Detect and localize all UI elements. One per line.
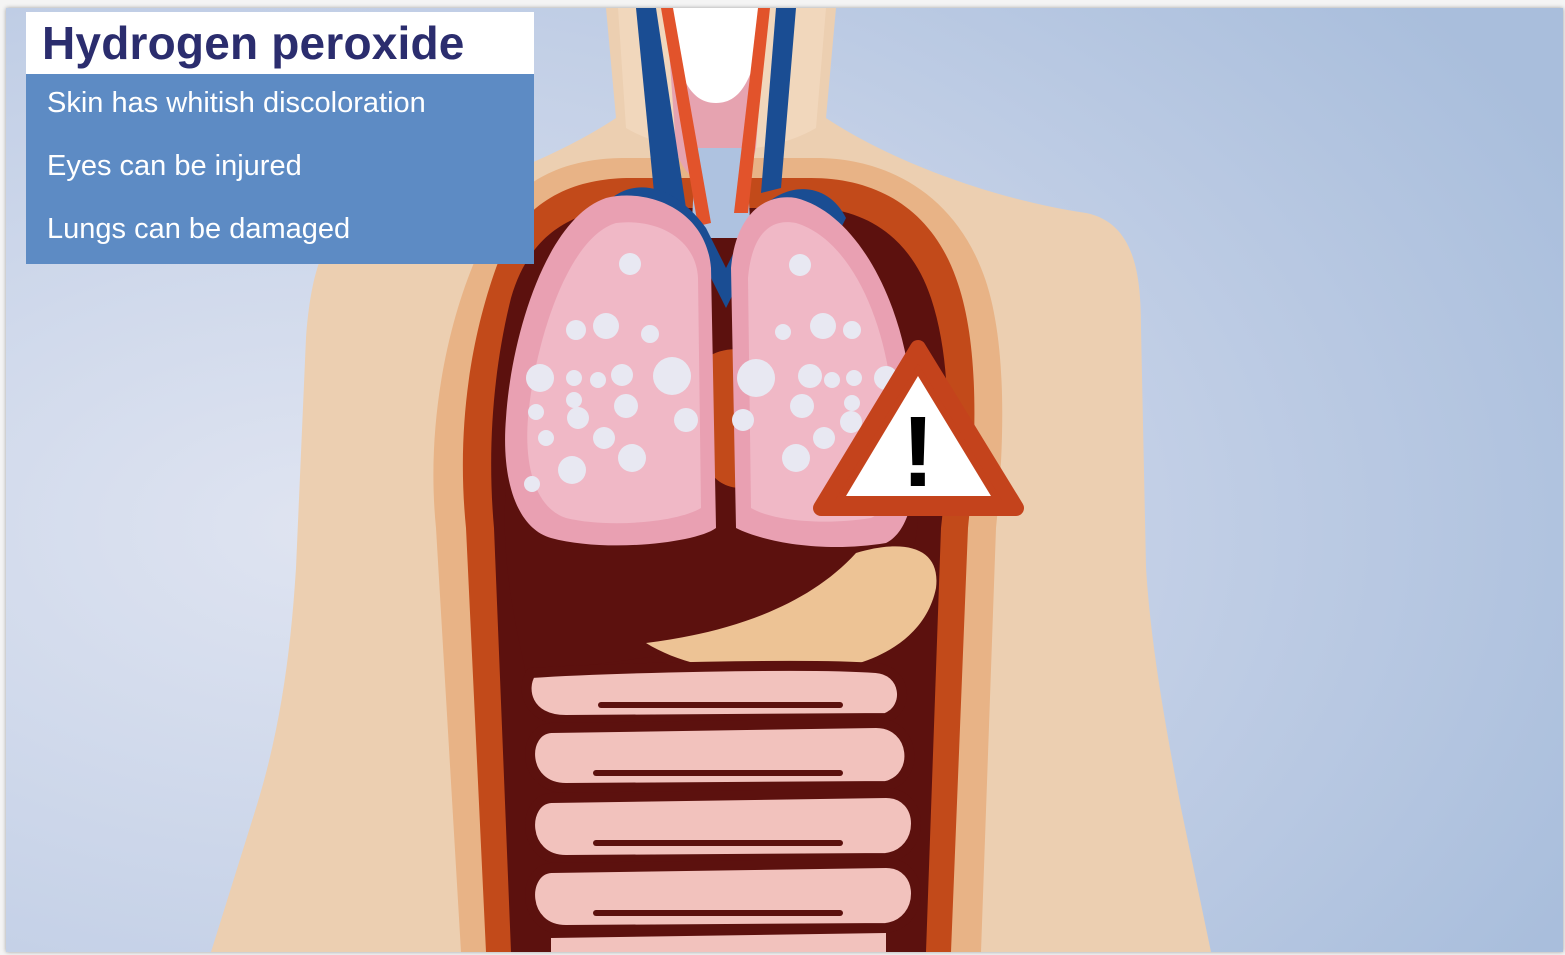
- video-frame: ! Hydrogen peroxide Skin has whitish dis…: [6, 8, 1563, 952]
- warning-symbol: !: [901, 396, 934, 508]
- effects-panel: Skin has whitish discoloration Eyes can …: [26, 74, 534, 264]
- intestines: [527, 666, 916, 952]
- effect-item-lungs: Lungs can be damaged: [47, 212, 426, 275]
- effects-list: Skin has whitish discoloration Eyes can …: [47, 86, 426, 275]
- page-title: Hydrogen peroxide: [42, 16, 465, 70]
- title-panel: Hydrogen peroxide: [26, 12, 534, 74]
- effect-item-eyes: Eyes can be injured: [47, 149, 426, 212]
- effect-item-skin: Skin has whitish discoloration: [47, 86, 426, 149]
